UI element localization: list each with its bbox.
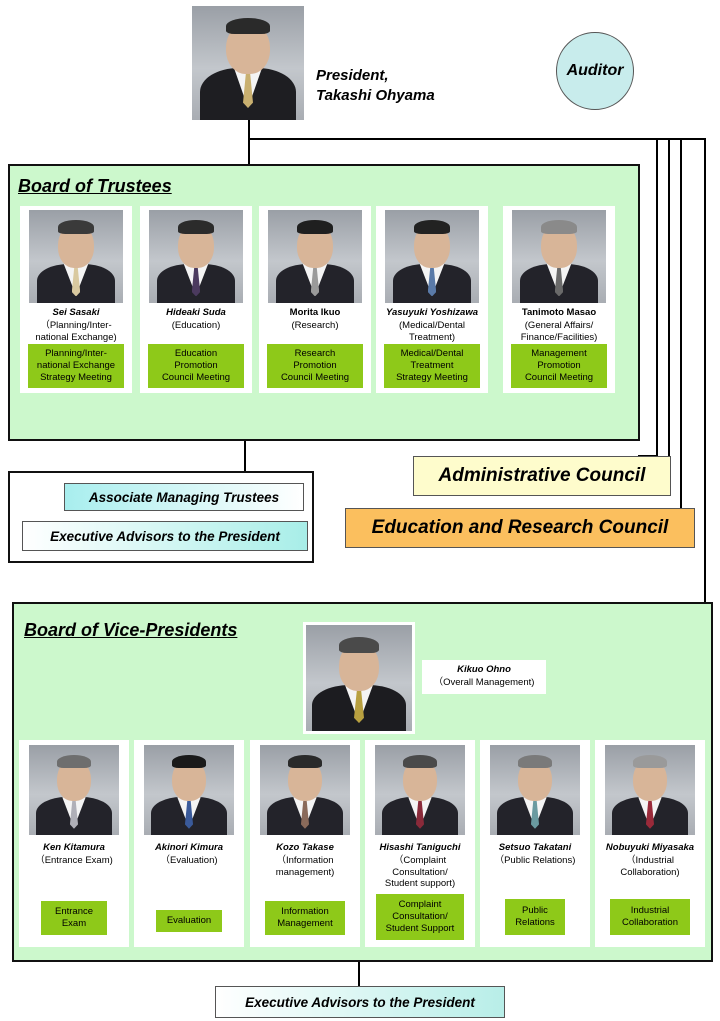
admin-council-connector (656, 138, 658, 456)
member-photo (512, 210, 606, 303)
vice-president-unit: Information Management (265, 901, 345, 935)
member-photo (29, 745, 119, 835)
member-photo (375, 745, 465, 835)
president-label: President, Takashi Ohyama (316, 66, 435, 106)
member-photo (385, 210, 479, 303)
administrative-council-label: Administrative Council (438, 465, 646, 486)
trustee-role: （Planning/Inter- national Exchange) (35, 320, 117, 343)
president-connector (248, 118, 250, 165)
education-research-council-box: Education and Research Council (345, 508, 695, 548)
vice-president-name: Akinori Kimura (154, 842, 224, 853)
administrative-council-box: Administrative Council (413, 456, 671, 496)
member-photo (260, 745, 350, 835)
vice-president-name: Hisashi Taniguchi (379, 842, 461, 853)
executive-advisors-top-label: Executive Advisors to the President (50, 528, 280, 544)
vice-president-role: （Public Relations) (494, 855, 576, 866)
trustee-unit: Medical/Dental Treatment Strategy Meetin… (384, 344, 480, 388)
vice-president-role: （Evaluation) (160, 855, 218, 866)
member-photo (268, 210, 362, 303)
education-research-council-label: Education and Research Council (371, 517, 669, 538)
trustee-unit: Management Promotion Council Meeting (511, 344, 607, 388)
vp-chief-label-box: Kikuo Ohno （Overall Management) (422, 660, 546, 694)
board-of-trustees-heading: Board of Trustees (18, 176, 172, 196)
auditor-label: Auditor (566, 62, 624, 79)
trustee-name: Morita Ikuo (289, 307, 341, 318)
trustee-unit: Research Promotion Council Meeting (267, 344, 363, 388)
vice-president-unit: Complaint Consultation/ Student Support (376, 894, 464, 940)
associate-managing-trustees-box: Associate Managing Trustees (64, 483, 304, 511)
trustee-unit: Planning/Inter- national Exchange Strate… (28, 344, 124, 388)
vice-president-name: Setsuo Takatani (498, 842, 572, 853)
vp-chief-photo (303, 622, 415, 734)
vp-advisors-connector (358, 960, 360, 987)
trustee-role: (Medical/Dental Treatment) (399, 320, 465, 343)
associate-managing-trustees-label: Associate Managing Trustees (88, 489, 280, 505)
member-photo (149, 210, 243, 303)
vice-president-role: （Entrance Exam) (35, 855, 113, 866)
president-photo (192, 6, 304, 120)
edu-council-connector (668, 138, 670, 473)
vice-president-name: Kozo Takase (276, 842, 334, 853)
vice-president-role: （Industrial Collaboration) (620, 855, 680, 878)
vice-president-role: （Information management) (275, 855, 335, 878)
trustees-advisors-connector (244, 438, 246, 471)
trustee-name: Sei Sasaki (52, 307, 100, 318)
trustee-name: Yasuyuki Yoshizawa (385, 307, 479, 318)
vice-president-unit: Entrance Exam (41, 901, 107, 935)
vice-president-unit: Industrial Collaboration (610, 899, 690, 935)
executive-advisors-bottom-box: Executive Advisors to the President (215, 986, 505, 1018)
vice-president-name: Nobuyuki Miyasaka (605, 842, 695, 853)
trustee-role: (Research) (291, 320, 339, 331)
president-name: Takashi Ohyama (316, 87, 435, 104)
trustee-name: Tanimoto Masao (521, 307, 597, 318)
vice-president-role: （Complaint Consultation/ Student support… (384, 855, 456, 889)
trustee-role: (General Affairs/ Finance/Facilities) (520, 320, 598, 343)
member-photo (144, 745, 234, 835)
vice-president-name: Ken Kitamura (43, 842, 105, 853)
auditor-circle: Auditor (556, 32, 634, 110)
vp-board-connector (704, 138, 706, 603)
board-of-vice-presidents-heading: Board of Vice-Presidents (24, 620, 238, 640)
trustee-unit: Education Promotion Council Meeting (148, 344, 244, 388)
executive-advisors-bottom-label: Executive Advisors to the President (245, 994, 475, 1010)
member-photo (29, 210, 123, 303)
president-title: President, (316, 67, 389, 84)
president-branch-line (248, 138, 706, 140)
edu-council-connector-2 (680, 138, 682, 508)
executive-advisors-top-box: Executive Advisors to the President (22, 521, 308, 551)
member-photo (490, 745, 580, 835)
trustee-role: (Education) (171, 320, 221, 331)
vp-chief-role: （Overall Management) (433, 677, 535, 688)
vice-president-unit: Evaluation (156, 910, 222, 932)
vice-president-unit: Public Relations (505, 899, 565, 935)
vp-chief-name: Kikuo Ohno (457, 664, 511, 675)
member-photo (605, 745, 695, 835)
trustee-name: Hideaki Suda (166, 307, 226, 318)
